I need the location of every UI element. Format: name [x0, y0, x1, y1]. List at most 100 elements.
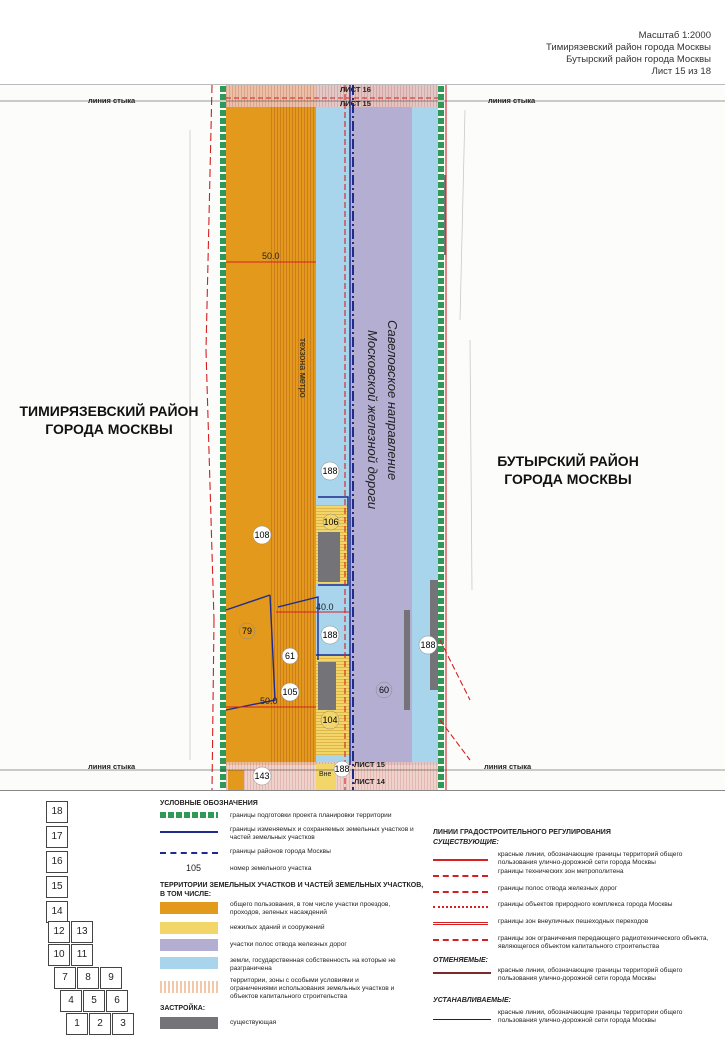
building-106 [318, 532, 340, 582]
joint-line-label-bottom-left: линия стыка [88, 762, 136, 771]
legend-swatch-radio [433, 929, 488, 941]
legend-swatch-rail [160, 939, 218, 951]
index-sheet-cell: 4 [60, 990, 82, 1012]
legend-swatch-nature [433, 896, 488, 908]
building-104 [318, 662, 336, 710]
joint-line-label-top-right: линия стыка [488, 96, 536, 105]
legend-swatch-special [160, 981, 218, 993]
legend-swatch-boundary [160, 812, 218, 818]
parcel-number: 188 [420, 640, 435, 650]
legend-swatch-nonres [160, 922, 218, 934]
parcel-number: 188 [322, 630, 337, 640]
index-sheet-cell: 9 [100, 967, 122, 989]
parcel-number: 106 [323, 517, 338, 527]
parcel-number: 188 [334, 764, 349, 774]
index-sheet-cell: 3 [112, 1013, 134, 1035]
index-sheet-cell: 2 [89, 1013, 111, 1035]
legend-line-radio: границы зон ограничения передающего ради… [498, 935, 709, 950]
legend-cancelled-title: ОТМЕНЯЕМЫЕ: [433, 957, 488, 964]
legend-swatch-crossings [433, 912, 488, 925]
legend-line-cancel: красные линии, обозначающие границы терр… [498, 967, 683, 982]
legend-line-rail: границы полос отвода железных дорог [498, 885, 618, 892]
sheet-label-below: ЛИСТ 14 [354, 777, 386, 786]
legend-territories-title: ТЕРРИТОРИИ ЗЕМЕЛЬНЫХ УЧАСТКОВ И ЧАСТЕЙ З… [160, 882, 424, 898]
legend-swatch-public [160, 902, 218, 914]
dimension-50-top: 50.0 [262, 251, 280, 261]
metro-zone-label: техзона метро [298, 338, 308, 398]
parcel-labels: 188 106 108 79 188 61 105 104 60 188 188… [238, 461, 438, 786]
legend-swatch-metro [433, 865, 488, 877]
legend-established-title: УСТАНАВЛИВАЕМЫЕ: [433, 997, 511, 1004]
map-legend: 18 17 16 15 14 12 13 10 11 7 8 9 4 5 6 1… [0, 790, 725, 1047]
sheet-label-current-top: ЛИСТ 15 [340, 99, 371, 108]
parcel-number: 188 [322, 466, 337, 476]
legend-title: УСЛОВНЫЕ ОБОЗНАЧЕНИЯ [160, 800, 258, 807]
sheet-label-above: ЛИСТ 16 [340, 85, 371, 94]
legend-item-number: номер земельного участка [230, 865, 312, 872]
legend-line-metro: границы технических зон метрополитена [498, 868, 624, 875]
sheet-header: Масштаб 1:2000 Тимирязевский район город… [546, 30, 711, 78]
legend-buildings-title: ЗАСТРОЙКА: [160, 1005, 206, 1012]
parcel-number: 104 [322, 715, 337, 725]
building-rail [404, 610, 410, 710]
index-sheet-cell: 16 [46, 851, 68, 873]
parcel-number: 60 [379, 685, 389, 695]
district-title-1: Тимирязевский район города Москвы [546, 42, 711, 53]
dimension-40: 40.0 [316, 602, 334, 612]
index-sheet-cell: 12 [48, 921, 70, 943]
sheet-number: Лист 15 из 18 [651, 66, 711, 77]
index-sheet-cell: 8 [77, 967, 99, 989]
legend-swatch-existing [160, 1017, 218, 1029]
parcel-number: 143 [254, 771, 269, 781]
parcel-number: 79 [242, 626, 252, 636]
legend-swatch-state [160, 957, 218, 969]
legend-number-sample: 105 [186, 863, 202, 873]
project-boundary-east [438, 85, 444, 790]
legend-swatch-rail-bounds [433, 881, 488, 893]
district-label-west: ТИМИРЯЗЕВСКИЙ РАЙОН ГОРОДА МОСКВЫ [19, 403, 199, 437]
joint-zone-top [226, 85, 438, 107]
legend-swatch-district [160, 852, 218, 854]
legend-item-district: границы районов города Москвы [230, 848, 331, 855]
district-title-2: Бутырский район города Москвы [566, 54, 711, 65]
parcel-number: 61 [285, 651, 295, 661]
index-sheet-cell: 10 [48, 944, 70, 966]
legend-item-rail: участки полос отвода железных дорог [230, 941, 347, 948]
legend-existing-title: СУЩЕСТВУЮЩИЕ: [433, 839, 499, 846]
legend-item-parcel-bounds: границы изменяемых и сохраняемых земельн… [230, 826, 414, 841]
index-sheet-cell: 7 [54, 967, 76, 989]
legend-line-crossings: границы зон внеуличных пешеходных перехо… [498, 918, 649, 925]
legend-item-boundary: границы подготовки проекта планировки те… [230, 812, 392, 819]
sheet-index-diagram: 18 17 16 15 14 12 13 10 11 7 8 9 4 5 6 1… [38, 801, 138, 1036]
sheet-label-current-bottom: ЛИСТ 15 [354, 760, 385, 769]
parcel-number: 105 [282, 687, 297, 697]
joint-line-label-bottom-right: линия стыка [484, 762, 532, 771]
index-sheet-cell: 6 [106, 990, 128, 1012]
dimension-50-bottom: 50.0 [260, 696, 278, 706]
parcel-108-area [226, 85, 270, 765]
legend-swatch-cancel [433, 972, 491, 974]
legend-item-state: земли, государственная собственность на … [230, 957, 396, 972]
railway-label-1: Савеловское направление [385, 320, 400, 480]
red-lines [205, 84, 471, 790]
index-sheet-cell: 13 [71, 921, 93, 943]
project-boundary-west [220, 85, 226, 790]
index-sheet-cell: 5 [83, 990, 105, 1012]
building-east-2 [430, 580, 438, 690]
joint-line-label-top-left: линия стыка [88, 96, 136, 105]
railway-area [350, 85, 412, 765]
legend-line-set: красные линии, обозначающие границы терр… [498, 1009, 683, 1024]
legend-line-nature: границы объектов природного комплекса го… [498, 901, 673, 908]
parcel-143-area [228, 770, 244, 790]
index-sheet-cell: 14 [46, 901, 68, 923]
partial-parcel-area [316, 764, 336, 790]
district-label-east: БУТЫРСКИЙ РАЙОН ГОРОДА МОСКВЫ [497, 453, 639, 487]
legend-lines-title: ЛИНИИ ГРАДОСТРОИТЕЛЬНОГО РЕГУЛИРОВАНИЯ [433, 829, 611, 836]
index-sheet-cell: 11 [71, 944, 93, 966]
index-sheet-cell: 15 [46, 876, 68, 898]
neighbour-outlines [189, 109, 473, 760]
state-land-strip [316, 85, 350, 765]
parcel-number: 108 [254, 530, 269, 540]
partial-label: Вне [319, 771, 332, 778]
index-sheet-cell: 1 [66, 1013, 88, 1035]
